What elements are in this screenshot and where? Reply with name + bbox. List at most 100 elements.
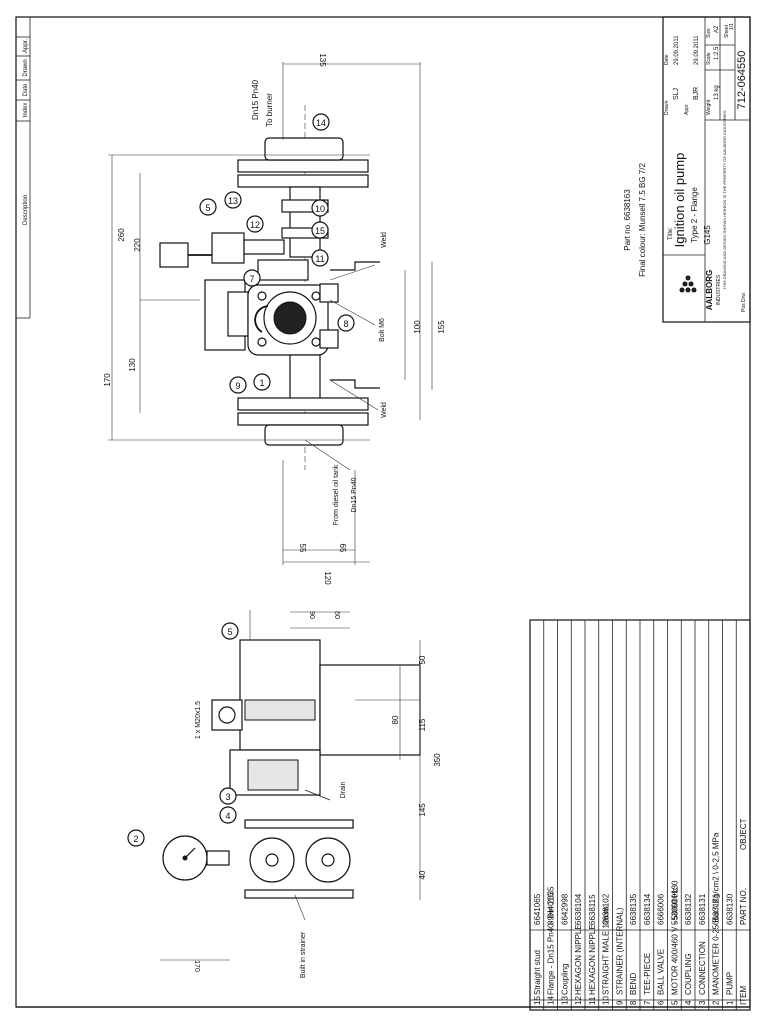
callout-4: 4 [219,806,237,824]
dim-130: 130 [128,358,137,372]
parts-row-object: Flange - Dn15 Pn40- Din 2635 [547,886,556,995]
dim-90: 90 [308,611,315,619]
parts-row-partno: 6638134 [643,893,652,925]
svg-text:10: 10 [315,204,325,214]
parts-row-partno: 6638132 [684,893,693,925]
part-info: Part no. 6638163 Final colour: Munsell 7… [623,163,647,277]
callout-8: 8 [337,314,355,332]
parts-row-object: Coupling [560,963,569,995]
parts-row-item: 14 [547,996,556,1005]
note-dn15-top: Dn15 Pn40 [251,79,260,120]
final-colour: Final colour: Munsell 7.5 BG 7/2 [638,163,647,277]
dim-145: 145 [418,803,427,817]
svg-text:5: 5 [227,627,232,637]
pump-side-view: 90 60 50 115 80 350 145 40 170 1 x M20x1… [127,610,442,978]
callout-14: 14 [312,113,330,131]
note-bolt-m6: Bolt M6 [379,318,386,342]
note-to-burner: To burner [265,93,274,127]
dim-65: 65 [338,544,347,553]
parts-row-item: 8 [629,1000,638,1005]
callout-15: 15 [311,221,329,239]
revision-header: Description Index Date Drawn Appr. [16,17,31,319]
svg-text:11: 11 [315,254,324,264]
subtitle: Type 2 - Flange [690,187,699,243]
svg-text:1: 1 [259,378,264,388]
parts-row-item: 3 [698,1000,707,1005]
note-from-tank: From diesel oil tank [333,464,340,525]
dim-155: 155 [437,320,446,334]
appr-by: BJR [693,87,700,100]
scale: 1:2.5 [714,46,720,60]
parts-row-partno: 6642998 [560,893,569,925]
parts-row-object: COUPLING [684,953,693,995]
drawn-date: 29.09.2011 [674,35,680,65]
aalborg-logo: AALBORG INDUSTRIES [679,270,722,310]
callout-11: 11 [311,249,329,267]
rev-description: Description [23,195,29,225]
fine-print: THIS DRAWING AND DESIGN SHOWN HEREON IS … [722,110,727,289]
note-dn15-bottom: Dn15 Pn40 [351,477,358,512]
appr-date: 29.09.2011 [694,35,700,65]
weight-label: Weight [706,99,712,115]
parts-row-partno: 6638131 [698,893,707,925]
svg-text:5: 5 [205,203,210,213]
parts-row-object: STRAIGHT MALE 12mm [602,906,611,995]
note-drain: Drain [340,782,347,799]
parts-row-partno: 6641065 [533,893,542,925]
callout-12: 12 [246,215,264,233]
dim-55: 55 [298,544,307,553]
dim-135: 135 [318,53,327,67]
parts-row-partno: 89H4016 [547,892,556,925]
pump-top-view: 135 260 220 130 170 155 100 120 55 65 Dn… [103,53,446,585]
title: Ignition oil pump [672,153,687,248]
weight: 13 kg [714,85,720,100]
parts-row-item: 9 [615,1000,624,1005]
parts-row-item: 2 [712,1000,721,1005]
appr-label: Appr. [684,103,690,115]
parts-row-item: 15 [533,996,542,1005]
dim-120: 120 [323,571,332,585]
svg-text:AALBORG: AALBORG [705,270,714,310]
date-label: Date [664,54,670,65]
parts-row-object: CONNECTION [698,941,707,995]
parts-row-object: TEE-PIECE [643,953,652,995]
code: G145 [703,225,712,245]
svg-text:12: 12 [250,220,260,230]
callout-9: 9 [229,376,247,394]
callout-2: 2 [127,829,145,847]
dim-100: 100 [413,320,422,334]
callout-7: 7 [243,269,261,287]
dim-60: 60 [333,611,340,619]
dim-260: 260 [117,228,126,242]
dim-170-left: 170 [193,960,200,972]
callout-5r: 5 [199,198,217,216]
parts-row-item: 4 [684,1000,693,1005]
parts-row-partno: 5530000130 [670,880,679,925]
svg-text:INDUSTRIES: INDUSTRIES [716,274,722,305]
parts-row-object: STRAINER (INTERNAL) [615,907,624,995]
parts-row-object: BALL VALVE [657,949,666,995]
parts-row-object: PUMP [725,972,734,995]
dim-350: 350 [433,753,442,767]
drawing-no: 712-064550 [736,51,748,110]
scale-label: Scale [706,52,712,65]
parts-row-object: HEXAGON NIPPLE [574,924,583,995]
note-weld-bottom: Weld [381,402,388,418]
svg-text:8: 8 [343,319,348,329]
svg-text:3: 3 [225,792,230,802]
parts-row-item: 7 [643,1000,652,1005]
note-weld-top: Weld [381,232,388,248]
dim-170: 170 [103,373,112,387]
dim-80: 80 [391,715,400,724]
parts-header-partno: PART NO. [739,888,748,925]
callout-1: 1 [253,373,271,391]
sheet: 1/1 [729,23,735,30]
note-thread: 1 x M20x1.5 [195,701,202,739]
size: A2 [714,25,720,33]
size-label: Size [706,28,712,38]
parts-row-partno: 6638102 [602,893,611,925]
parts-row-item: 13 [560,996,569,1005]
parts-row-item: 6 [657,1000,666,1005]
